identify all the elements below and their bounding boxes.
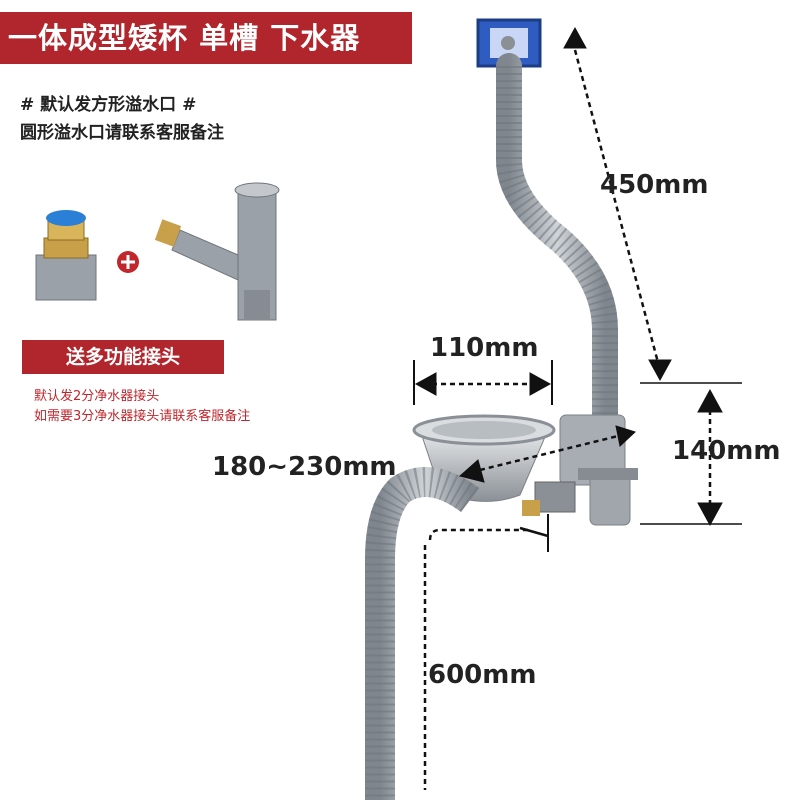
dim-label-110: 110mm xyxy=(430,333,539,363)
dim-arrow-140 xyxy=(640,388,742,527)
overflow-note-round: 圆形溢水口请联系客服备注 xyxy=(20,123,224,143)
dim-label-140: 140mm xyxy=(672,436,781,466)
gift-badge: 送多功能接头 xyxy=(22,340,224,374)
gift-note-default: 默认发2分净水器接头 xyxy=(34,389,160,404)
strainer-basket xyxy=(412,414,556,502)
overflow-hose xyxy=(496,53,618,443)
dim-arrow-600 xyxy=(423,528,530,790)
dim-label-450: 450mm xyxy=(600,170,709,200)
tee-adapter xyxy=(154,182,280,321)
page-title: 一体成型矮杯 单槽 下水器 xyxy=(0,12,412,64)
drain-body xyxy=(559,414,638,526)
dim-arrow-450 xyxy=(563,26,742,384)
push-fit-connector xyxy=(35,210,97,301)
plus-icon xyxy=(117,251,139,273)
brass-connector xyxy=(522,481,576,516)
drain-hose xyxy=(365,467,479,800)
dim-arrow-110 xyxy=(413,360,553,405)
overflow-note-default: # 默认发方形溢水口 # xyxy=(20,95,197,115)
dim-arrow-180-230 xyxy=(458,425,636,552)
dim-label-180-230: 180~230mm xyxy=(212,452,397,482)
dim-label-600: 600mm xyxy=(428,660,537,690)
gift-note-custom: 如需要3分净水器接头请联系客服备注 xyxy=(34,409,251,424)
